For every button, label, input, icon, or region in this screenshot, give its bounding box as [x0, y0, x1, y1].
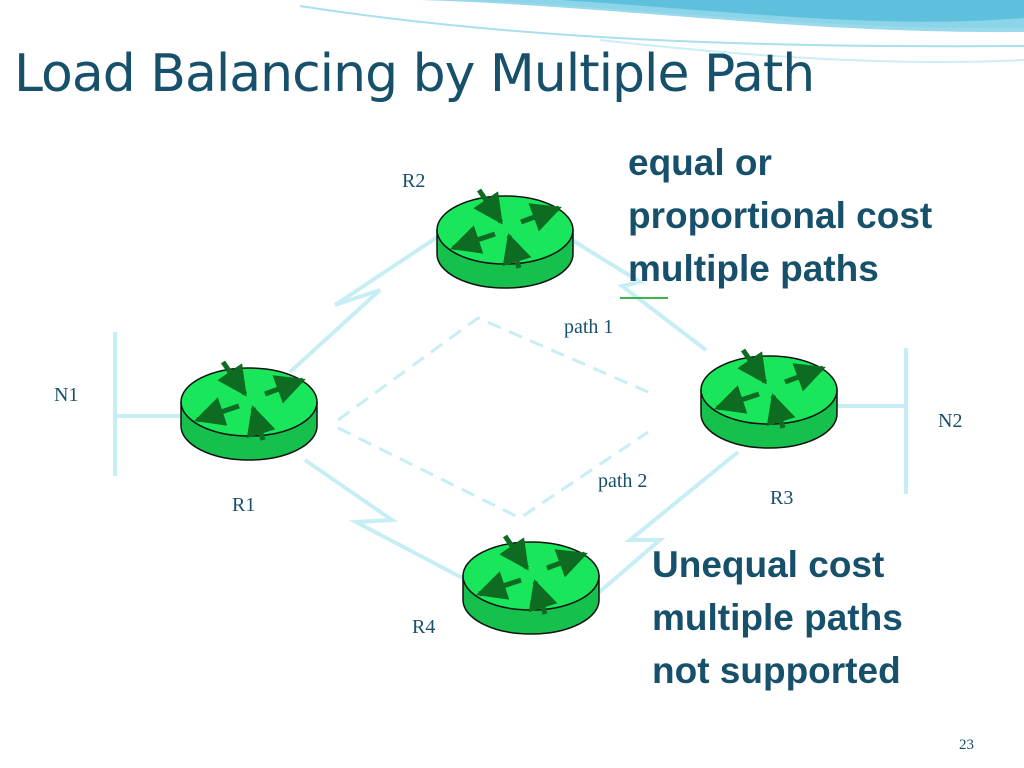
path-1-dashed	[337, 316, 649, 422]
network-n2-segment	[836, 348, 908, 494]
note-equal-line-2: proportional cost	[628, 195, 933, 236]
label-r1: R1	[232, 494, 256, 516]
label-r3: R3	[770, 487, 794, 509]
network-n1-segment	[113, 332, 182, 476]
label-path-1: path 1	[564, 316, 614, 338]
note-underline	[620, 297, 668, 299]
note-unequal-line-1: Unequal cost	[652, 544, 885, 585]
label-r2: R2	[402, 170, 426, 192]
note-unequal-line-3: not supported	[652, 650, 901, 691]
note-unequal-line-2: multiple paths	[652, 597, 903, 638]
link-r1-r4	[303, 458, 471, 584]
header-wave-banner	[0, 0, 1024, 63]
router-r3-icon	[701, 350, 837, 448]
label-n2: N2	[938, 410, 963, 432]
note-equal-line-1: equal or	[628, 142, 772, 183]
page-number: 23	[959, 737, 974, 753]
router-r2-icon	[437, 190, 573, 288]
label-r4: R4	[412, 616, 436, 638]
note-equal-line-3: multiple paths	[628, 248, 879, 289]
link-r4-r3	[588, 450, 740, 602]
label-path-2: path 2	[598, 470, 648, 492]
path-2-dashed	[337, 426, 649, 520]
link-r1-r2	[288, 230, 447, 374]
slide-title: Load Balancing by Multiple Path	[14, 44, 815, 104]
router-r1-icon	[181, 362, 317, 460]
note-equal-cost: equal or proportional cost multiple path…	[628, 136, 932, 295]
label-n1: N1	[54, 384, 79, 406]
link-r2-r3	[570, 238, 708, 352]
router-r4-icon	[463, 536, 599, 634]
note-unequal-cost: Unequal cost multiple paths not supporte…	[652, 538, 903, 697]
